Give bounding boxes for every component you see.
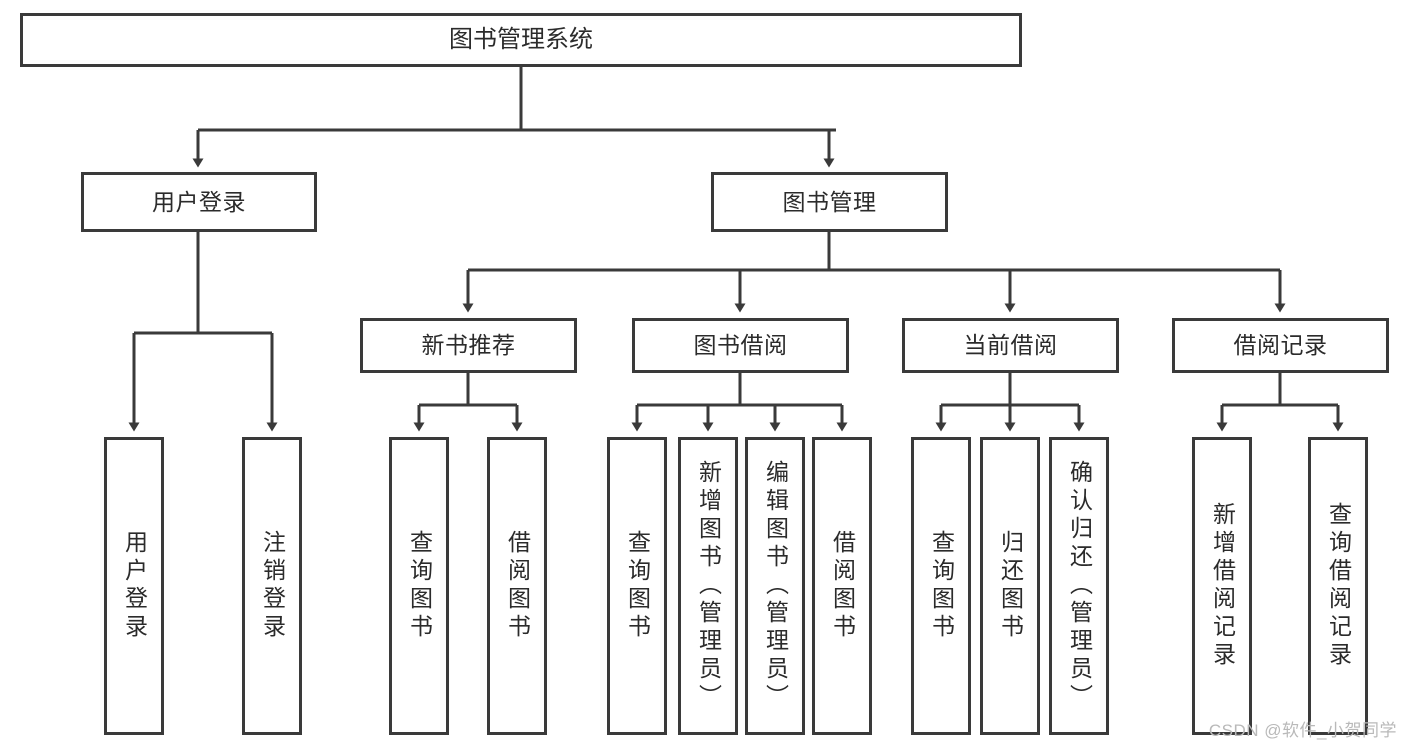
- node-leaf-user-login-label: 用户登录: [121, 530, 148, 642]
- node-leaf-borrow-book-1-label: 借阅图书: [504, 530, 531, 642]
- node-new-book-recommend-label: 新书推荐: [421, 332, 516, 359]
- node-leaf-add-book[interactable]: 新增图书（管理员）: [678, 437, 738, 735]
- node-leaf-borrow-book-2-label: 借阅图书: [829, 530, 856, 642]
- node-borrow-record-label: 借阅记录: [1233, 332, 1328, 359]
- node-leaf-add-record-label: 新增借阅记录: [1209, 502, 1236, 670]
- node-leaf-query-record-label: 查询借阅记录: [1325, 502, 1352, 670]
- node-book-borrow-label: 图书借阅: [693, 332, 788, 359]
- node-leaf-confirm-return-label: 确认归还（管理员）: [1066, 460, 1093, 712]
- node-leaf-return-book[interactable]: 归还图书: [980, 437, 1040, 735]
- node-user-login-label: 用户登录: [152, 188, 246, 215]
- node-leaf-borrow-book-1[interactable]: 借阅图书: [487, 437, 547, 735]
- node-leaf-query-book-2-label: 查询图书: [624, 530, 651, 642]
- node-leaf-query-record[interactable]: 查询借阅记录: [1308, 437, 1368, 735]
- node-leaf-logout[interactable]: 注销登录: [242, 437, 302, 735]
- node-leaf-query-book-3[interactable]: 查询图书: [911, 437, 971, 735]
- node-leaf-user-login[interactable]: 用户登录: [104, 437, 164, 735]
- node-leaf-query-book-1-label: 查询图书: [406, 530, 433, 642]
- node-leaf-add-record[interactable]: 新增借阅记录: [1192, 437, 1252, 735]
- node-book-management[interactable]: 图书管理: [711, 172, 948, 232]
- node-current-borrow-label: 当前借阅: [963, 332, 1058, 359]
- node-leaf-edit-book[interactable]: 编辑图书（管理员）: [745, 437, 805, 735]
- node-user-login[interactable]: 用户登录: [81, 172, 317, 232]
- node-leaf-query-book-3-label: 查询图书: [928, 530, 955, 642]
- node-current-borrow[interactable]: 当前借阅: [902, 318, 1119, 373]
- node-leaf-add-book-label: 新增图书（管理员）: [695, 460, 722, 712]
- node-book-borrow[interactable]: 图书借阅: [632, 318, 849, 373]
- node-borrow-record[interactable]: 借阅记录: [1172, 318, 1389, 373]
- node-leaf-query-book-2[interactable]: 查询图书: [607, 437, 667, 735]
- watermark: CSDN @软件_小贺同学: [1208, 721, 1397, 740]
- node-book-management-label: 图书管理: [782, 188, 877, 215]
- node-new-book-recommend[interactable]: 新书推荐: [360, 318, 577, 373]
- node-leaf-logout-label: 注销登录: [259, 530, 286, 642]
- node-leaf-edit-book-label: 编辑图书（管理员）: [762, 460, 789, 712]
- node-leaf-return-book-label: 归还图书: [997, 530, 1024, 642]
- node-root[interactable]: 图书管理系统: [20, 13, 1022, 67]
- node-root-label: 图书管理系统: [449, 26, 593, 54]
- node-leaf-query-book-1[interactable]: 查询图书: [389, 437, 449, 735]
- node-leaf-confirm-return[interactable]: 确认归还（管理员）: [1049, 437, 1109, 735]
- node-leaf-borrow-book-2[interactable]: 借阅图书: [812, 437, 872, 735]
